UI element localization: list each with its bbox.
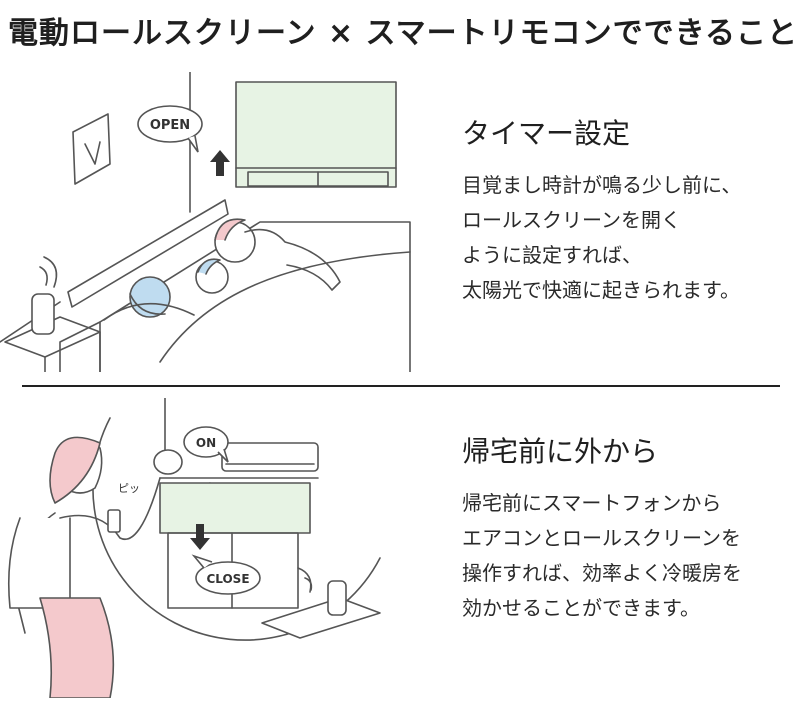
phone-sound-text: ピッ — [118, 482, 140, 495]
close-label: CLOSE — [206, 572, 249, 586]
close-bubble: CLOSE — [191, 554, 261, 595]
arrow-up-icon — [210, 150, 230, 176]
feature-description: 目覚まし時計が鳴る少し前に、 ロールスクリーンを開く ように設定すれば、 太陽光… — [462, 168, 741, 308]
description-line: エアコンとロールスクリーンを — [462, 526, 741, 550]
description-line: 帰宅前にスマートフォンから — [462, 491, 722, 515]
description-line: 目覚まし時計が鳴る少し前に、 — [462, 173, 742, 197]
description-line: ように設定すれば、 — [462, 243, 642, 267]
open-bubble: OPEN — [137, 105, 203, 153]
feature-heading: 帰宅前に外から — [462, 435, 659, 468]
on-bubble: ON — [183, 426, 229, 463]
arrow-down-icon — [190, 524, 210, 550]
remote-control-illustration: ON CLOSE ピッ — [8, 398, 381, 698]
on-label: ON — [196, 436, 216, 450]
section-divider — [22, 385, 780, 387]
description-line: 効かせることができます。 — [462, 596, 700, 620]
description-line: 太陽光で快適に起きられます。 — [462, 278, 740, 302]
open-label: OPEN — [150, 118, 190, 133]
bedroom-illustration: OPEN — [0, 72, 411, 372]
feature-heading: タイマー設定 — [462, 117, 631, 150]
page-title: 電動ロールスクリーン × スマートリモコンでできること — [8, 16, 799, 51]
description-line: 操作すれば、効率よく冷暖房を — [462, 561, 742, 585]
description-line: ロールスクリーンを開く — [462, 208, 681, 232]
feature-description: 帰宅前にスマートフォンから エアコンとロールスクリーンを 操作すれば、効率よく冷… — [462, 486, 742, 626]
